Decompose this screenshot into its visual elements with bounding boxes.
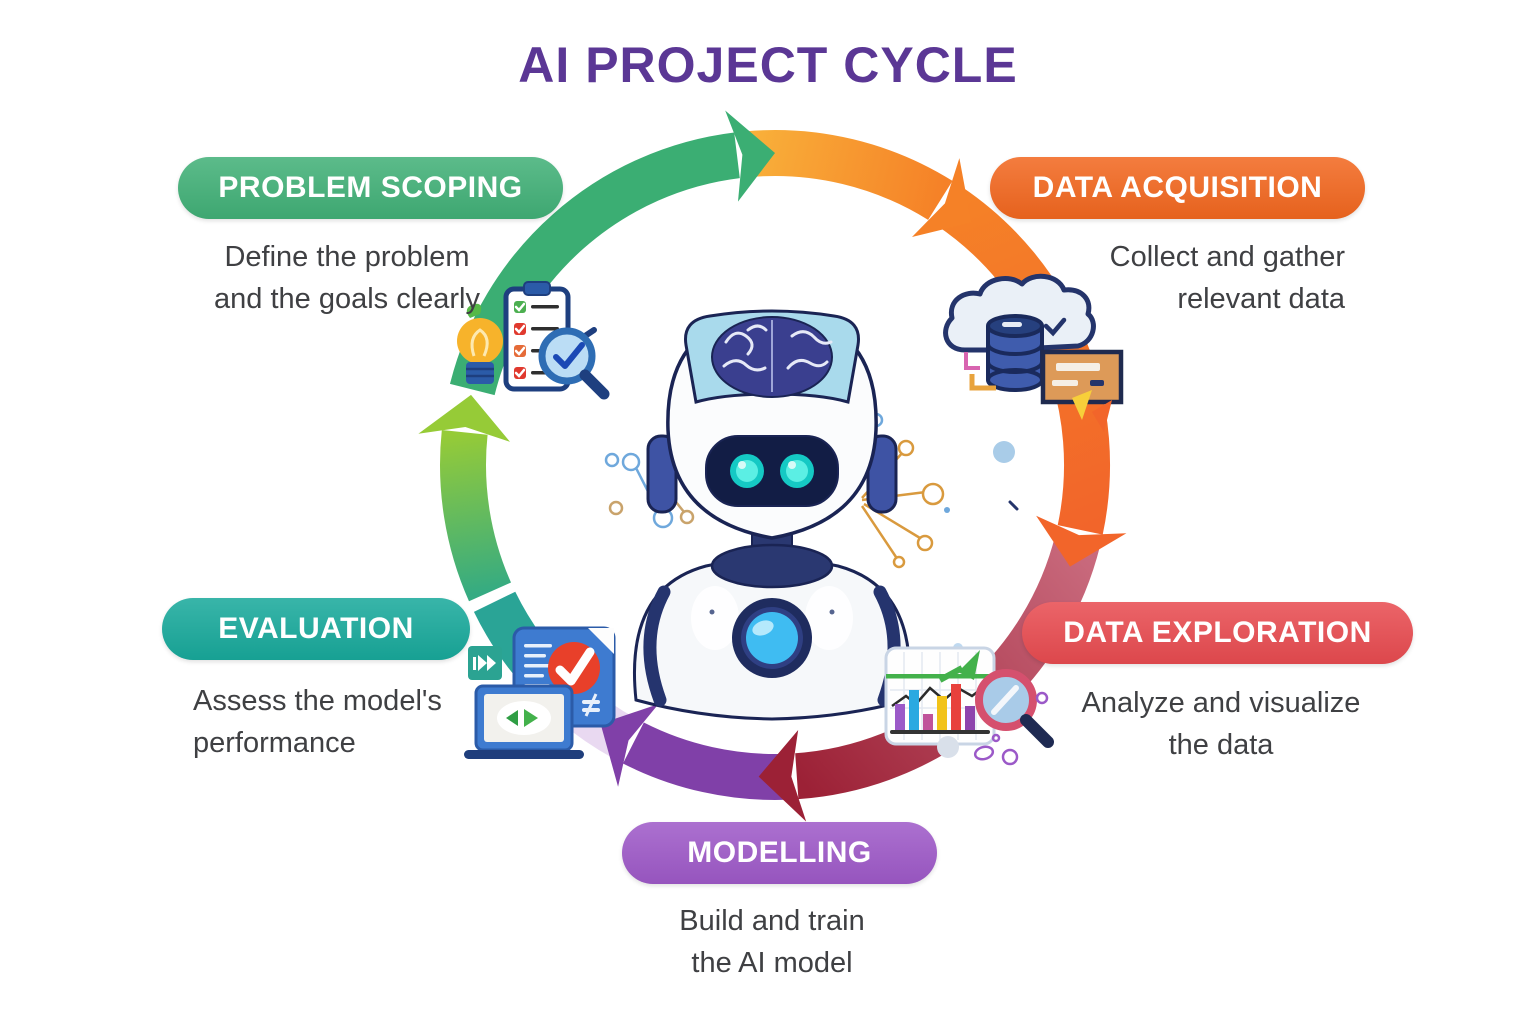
desc-line: performance bbox=[193, 727, 356, 759]
desc-line: Build and train bbox=[679, 905, 865, 937]
cycle-arrowhead-acquisition-to-exploration bbox=[1036, 515, 1127, 567]
laptop-icon bbox=[464, 684, 584, 759]
robot-visor bbox=[705, 435, 839, 507]
cycle-arrowhead-modelling-to-evaluation bbox=[600, 704, 659, 787]
cycle-segment-top-to-acquisition bbox=[745, 130, 953, 221]
robot-icon bbox=[632, 309, 912, 721]
stage-pill-evaluation: EVALUATION bbox=[162, 598, 470, 660]
desc-line: Define the problem bbox=[224, 241, 470, 273]
cycle-arrowhead-exploration-to-modelling bbox=[758, 729, 807, 822]
stage-pill-problem-scoping: PROBLEM SCOPING bbox=[178, 157, 563, 219]
desc-line: the AI model bbox=[691, 947, 853, 979]
cycle-segment-evaluation-to-scoping bbox=[440, 430, 512, 602]
stage-desc-problem-scoping: Define the problem and the goals clearly bbox=[157, 236, 537, 320]
robot-brain bbox=[711, 316, 833, 398]
lightbulb-icon bbox=[457, 303, 503, 384]
magnifier-icon bbox=[975, 669, 1054, 748]
cloud-database-icon bbox=[943, 273, 1124, 432]
report-donut-laptop-icon bbox=[464, 626, 616, 759]
cycle-arrowhead-scoping-to-top bbox=[725, 110, 775, 202]
desc-line: and the goals clearly bbox=[214, 283, 480, 315]
magnifier-check-icon bbox=[538, 327, 610, 400]
fast-forward-badge bbox=[468, 646, 502, 680]
database-cylinder bbox=[986, 314, 1044, 392]
stage-pill-data-exploration: DATA EXPLORATION bbox=[1022, 602, 1413, 664]
bar-chart-magnifier-icon bbox=[884, 646, 1054, 766]
robot-collar bbox=[710, 543, 834, 589]
doodles-decoration bbox=[973, 691, 1049, 766]
cycle-arrowhead-evaluation-to-scoping bbox=[418, 394, 511, 442]
cycle-arrowhead-top-to-acquisition bbox=[912, 158, 972, 237]
stage-desc-data-acquisition: Collect and gather relevant data bbox=[1000, 236, 1345, 320]
stage-desc-evaluation: Assess the model's performance bbox=[193, 680, 493, 764]
data-card bbox=[1040, 349, 1124, 405]
desc-line: relevant data bbox=[1177, 283, 1345, 315]
stage-pill-data-acquisition: DATA ACQUISITION bbox=[990, 157, 1365, 219]
bars bbox=[895, 684, 975, 730]
desc-line: the data bbox=[1168, 729, 1274, 761]
desc-line: Assess the model's bbox=[193, 685, 442, 717]
stage-pill-modelling: MODELLING bbox=[622, 822, 937, 884]
lightbulb-checklist-magnifier-icon bbox=[457, 281, 610, 400]
page-title: AI PROJECT CYCLE bbox=[518, 37, 1018, 93]
stage-desc-modelling: Build and train the AI model bbox=[612, 900, 932, 984]
robot-eyes bbox=[730, 454, 814, 488]
desc-line: Analyze and visualize bbox=[1081, 687, 1361, 719]
robot-chest-light bbox=[732, 598, 812, 678]
stage-desc-data-exploration: Analyze and visualize the data bbox=[1041, 682, 1401, 766]
desc-line: Collect and gather bbox=[1109, 241, 1345, 273]
